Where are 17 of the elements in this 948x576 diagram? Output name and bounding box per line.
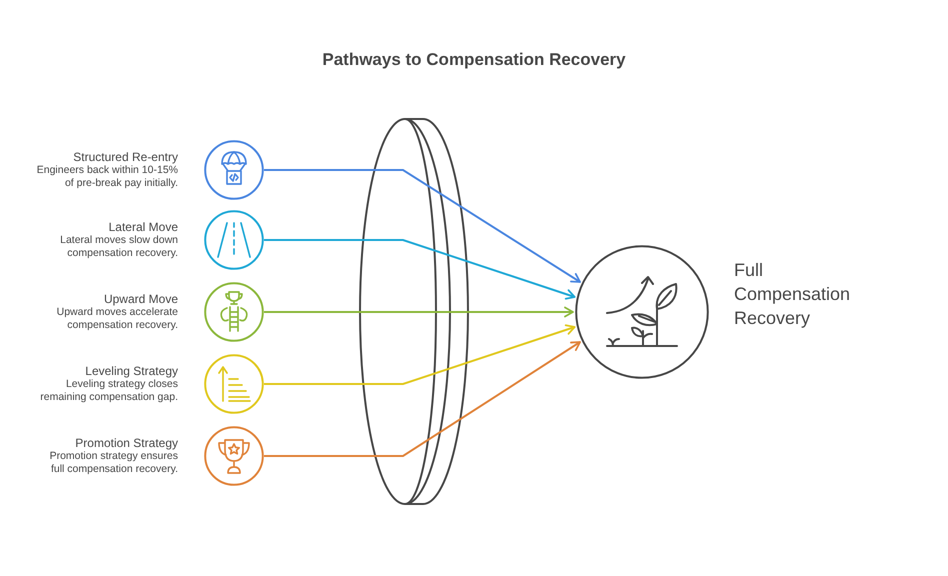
node-description: Engineers back within 10-15% of pre-break pay initially. [36,164,178,190]
node-description: Upward moves accelerate compensation recovery. [56,306,178,332]
arrow [264,306,574,318]
node-heading: Lateral Move [108,220,178,234]
arrow [264,239,576,300]
arrow [264,341,581,457]
node-label: Full Compensation Recovery [734,259,852,330]
arrow [264,169,581,283]
node-description: Leveling strategy closes remaining compensation gap. [39,378,178,404]
node-description: Promotion strategy ensures full compensation recovery. [48,450,178,476]
node-heading: Upward Move [104,292,178,306]
node-description: Lateral moves slow down compensation recovery. [59,234,178,260]
node-heading: Promotion Strategy [75,436,178,450]
arrow [264,324,576,385]
node-heading: Leveling Strategy [85,364,178,378]
diagram-title: Pathways to Compensation Recovery [322,50,626,70]
node-heading: Structured Re-entry [73,150,178,164]
